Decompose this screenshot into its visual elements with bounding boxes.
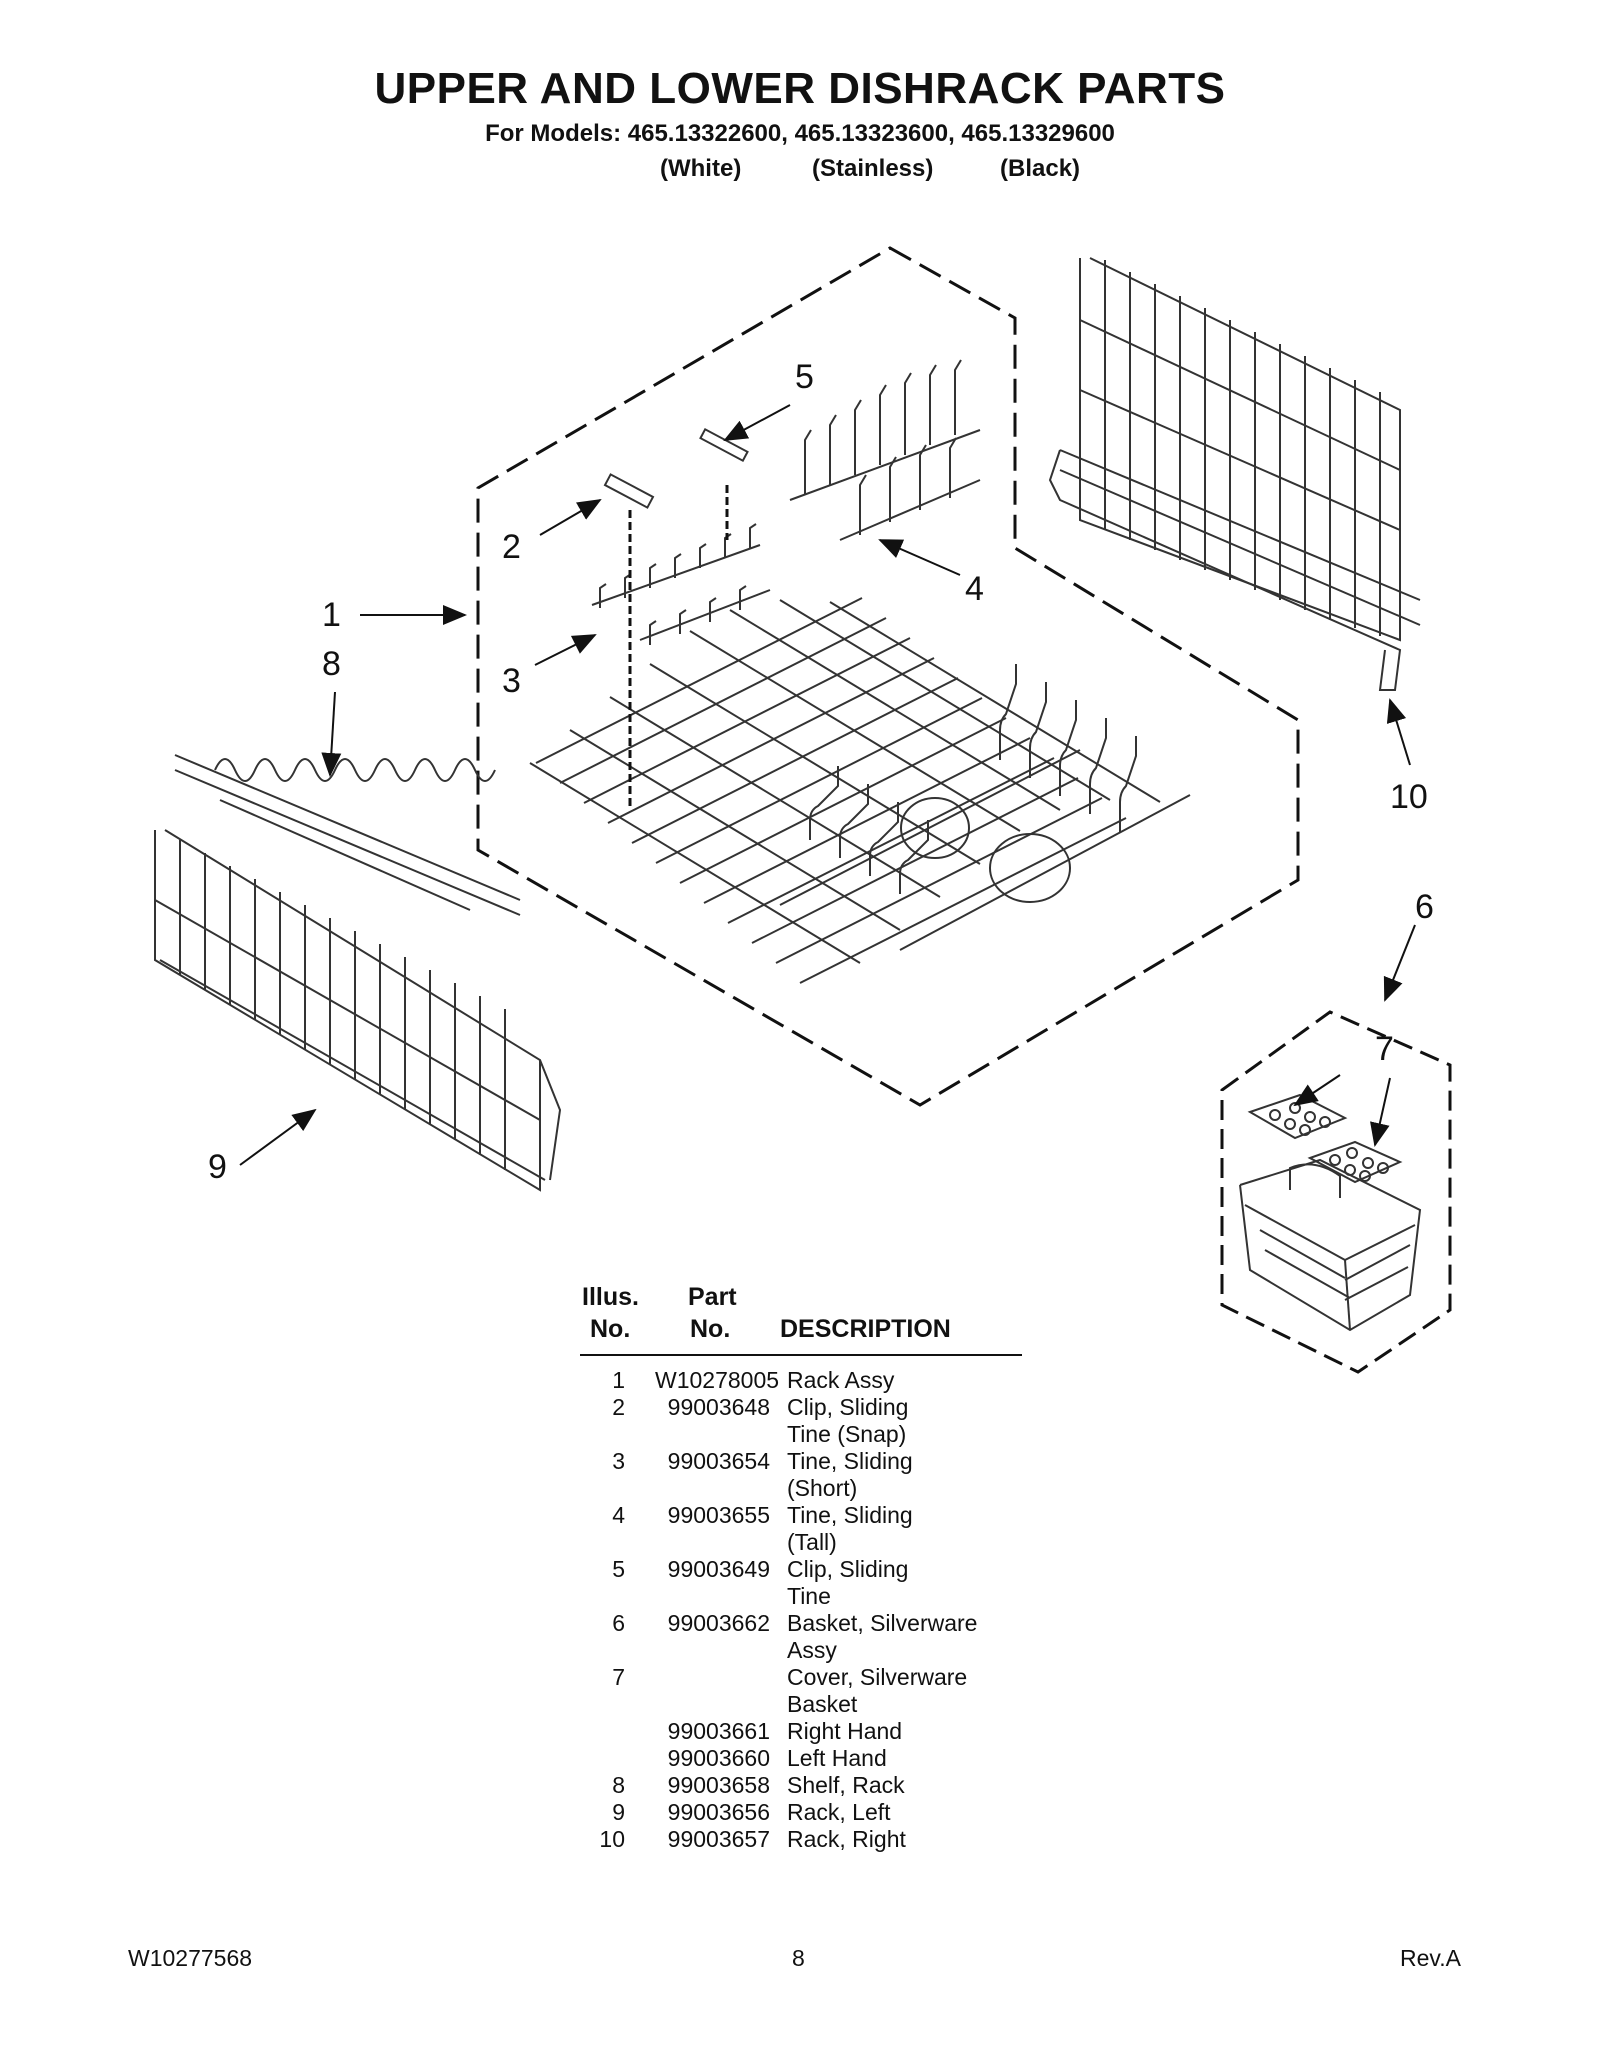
illus-no: 5	[612, 1556, 625, 1582]
footer-revision: Rev.A	[1400, 1945, 1461, 1971]
part-no: 99003658	[667, 1772, 770, 1798]
callout-10: 10	[1390, 778, 1428, 816]
header-part-line1: Part	[688, 1283, 737, 1311]
part-no: 99003648	[667, 1394, 770, 1420]
page-title: UPPER AND LOWER DISHRACK PARTS	[374, 64, 1226, 113]
description: Left Hand	[787, 1745, 887, 1771]
illus-no: 2	[612, 1394, 625, 1420]
silverware-basket-drawing	[1239, 1158, 1422, 1332]
description: Tine, Sliding	[787, 1448, 913, 1474]
color-black: (Black)	[1000, 155, 1081, 182]
part-no: 99003656	[667, 1799, 770, 1825]
illus-no: 6	[612, 1610, 625, 1636]
description: Clip, Sliding	[787, 1556, 909, 1582]
footer-doc-number: W10277568	[128, 1945, 253, 1971]
leader-arrows	[239, 404, 1416, 1166]
description: Cover, Silverware	[787, 1664, 968, 1690]
color-white: (White)	[660, 155, 742, 182]
illus-no: 10	[599, 1826, 625, 1852]
header-illus-line2: No.	[590, 1315, 631, 1343]
shelf-rack-drawing	[174, 754, 521, 916]
footer-page-number: 8	[792, 1945, 805, 1971]
callout-6: 6	[1415, 888, 1434, 926]
callout-8: 8	[322, 645, 341, 683]
part-no: 99003657	[667, 1826, 770, 1852]
tall-tine-drawing	[789, 359, 981, 541]
header-part-line2: No.	[690, 1315, 731, 1343]
description: Assy	[787, 1637, 837, 1663]
clip-2-drawing	[603, 473, 655, 509]
part-no: 99003661	[667, 1718, 770, 1744]
silverware-basket-boundary	[1220, 1010, 1452, 1374]
description: Basket	[787, 1691, 858, 1717]
part-no: 99003654	[667, 1448, 770, 1474]
callout-1: 1	[322, 596, 341, 634]
description: Rack, Left	[787, 1799, 891, 1825]
description: Tine, Sliding	[787, 1502, 913, 1528]
cover-left-hand-drawing	[1247, 1093, 1348, 1140]
cover-right-hand-drawing	[1307, 1140, 1403, 1184]
illus-no: 9	[612, 1799, 625, 1825]
part-no: W10278005	[655, 1367, 780, 1393]
color-stainless: (Stainless)	[812, 155, 934, 182]
part-no: 99003655	[667, 1502, 770, 1528]
lower-rack-drawing	[529, 597, 1191, 984]
illus-no: 7	[612, 1664, 625, 1690]
header-illus-line1: Illus.	[582, 1283, 639, 1311]
description: Tine	[787, 1583, 831, 1609]
illus-no: 8	[612, 1772, 625, 1798]
right-rack-drawing	[1048, 257, 1421, 691]
illus-no: 1	[612, 1367, 625, 1393]
description: Basket, Silverware	[787, 1610, 978, 1636]
description: Rack Assy	[787, 1367, 895, 1393]
callout-2: 2	[502, 528, 521, 566]
table-header-rule	[580, 1354, 1022, 1356]
illus-no: 3	[612, 1448, 625, 1474]
models-line: For Models: 465.13322600, 465.13323600, …	[485, 120, 1115, 147]
part-no: 99003662	[667, 1610, 770, 1636]
description: (Short)	[787, 1475, 858, 1501]
callout-4: 4	[965, 570, 984, 608]
description: (Tall)	[787, 1529, 837, 1555]
left-rack-drawing	[154, 829, 562, 1192]
description: Tine (Snap)	[787, 1421, 907, 1447]
header-description: DESCRIPTION	[780, 1315, 951, 1343]
description: Shelf, Rack	[787, 1772, 905, 1798]
illus-no: 4	[612, 1502, 625, 1528]
short-tine-drawing	[591, 523, 771, 645]
part-no: 99003649	[667, 1556, 770, 1582]
callout-7: 7	[1375, 1030, 1394, 1068]
part-no: 99003660	[667, 1745, 770, 1771]
clip-5-drawing	[699, 427, 749, 463]
description: Rack, Right	[787, 1826, 906, 1852]
rack-assembly-boundary	[476, 246, 1300, 1107]
description: Clip, Sliding	[787, 1394, 909, 1420]
callout-5: 5	[795, 358, 814, 396]
callout-9: 9	[208, 1148, 227, 1186]
callout-3: 3	[502, 662, 521, 700]
description: Right Hand	[787, 1718, 903, 1744]
